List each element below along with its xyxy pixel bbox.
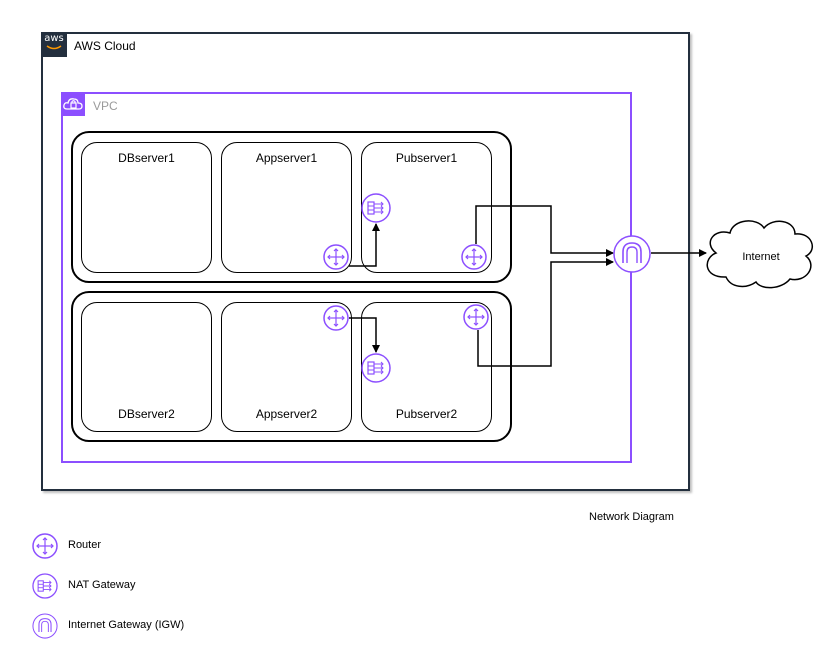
dbserver2-box: DBserver2: [81, 302, 212, 432]
dbserver2-label: DBserver2: [118, 407, 175, 421]
internet-label: Internet: [742, 251, 779, 263]
appserver1-label: Appserver1: [255, 151, 318, 165]
nat-gateway-icon: [361, 353, 391, 383]
router-icon: [323, 244, 349, 270]
dbserver1-label: DBserver1: [118, 151, 175, 165]
vpc-label: VPC: [93, 99, 118, 113]
legend-nat-gateway-label: NAT Gateway: [68, 579, 136, 591]
appserver2-label: Appserver2: [255, 407, 318, 421]
router-icon: [461, 244, 487, 270]
vpc-cloud-icon: [61, 92, 85, 116]
aws-logo-text: aws: [44, 33, 64, 44]
router-icon: [323, 305, 349, 331]
aws-logo-icon: aws: [41, 32, 67, 57]
internet-cloud-icon: [706, 220, 814, 289]
vpc-container: [61, 92, 632, 463]
aws-smile-icon: [46, 45, 62, 50]
legend-internet-gateway-icon: [32, 613, 58, 639]
pub1-to-igw-connector: [475, 205, 614, 257]
internet-gateway-icon: [613, 235, 651, 273]
app2-to-nat2-connector: [349, 317, 380, 353]
pub2-to-igw-connector: [477, 258, 614, 367]
diagram-caption: Network Diagram: [589, 511, 674, 523]
legend-router-icon: [32, 533, 58, 559]
pubserver2-label: Pubserver2: [395, 407, 458, 421]
dbserver1-box: DBserver1: [81, 142, 212, 273]
app1-to-nat1-connector: [349, 223, 380, 267]
aws-cloud-container: [41, 32, 690, 491]
legend-nat-gateway-icon: [32, 573, 58, 599]
legend-internet-gateway-label: Internet Gateway (IGW): [68, 619, 185, 631]
nat-gateway-icon: [361, 193, 391, 223]
router-icon: [463, 304, 489, 330]
aws-cloud-label: AWS Cloud: [74, 39, 136, 53]
legend-router-label: Router: [68, 539, 102, 551]
pubserver1-label: Pubserver1: [395, 151, 458, 165]
